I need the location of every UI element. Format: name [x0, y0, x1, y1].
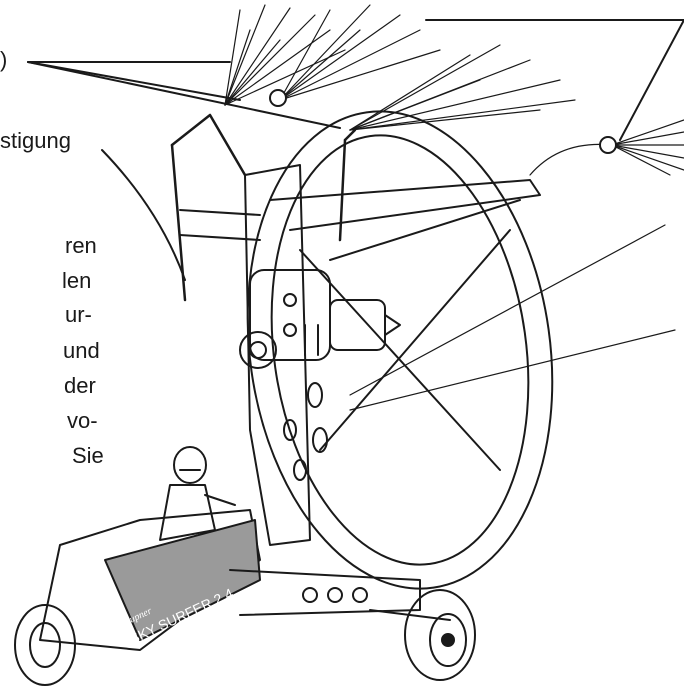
text-fragment-paren: ) — [0, 47, 8, 72]
pilot-figure — [159, 446, 236, 541]
frame — [179, 164, 541, 546]
text-fragment-line-3: ur- — [65, 302, 92, 327]
text-fragment-line-2: len — [62, 268, 92, 293]
line-ring-left — [269, 89, 287, 107]
motor — [239, 269, 401, 369]
rear-wheel — [404, 589, 476, 681]
propeller-guard — [246, 110, 554, 590]
text-fragment-line-1: ren — [65, 233, 97, 258]
text-fragment-line-7: Sie — [72, 443, 104, 468]
text-fragment-line-5: der — [64, 373, 96, 398]
text-fragment-line-6: vo- — [67, 408, 98, 433]
risers — [170, 113, 357, 302]
leader-lines — [27, 19, 684, 281]
line-ring-right — [599, 136, 617, 154]
decal-panel — [104, 519, 261, 641]
rigging-lines — [224, 4, 684, 411]
wheels — [14, 589, 476, 686]
text-fragment-line-4: und — [63, 338, 100, 363]
trike-base — [39, 509, 451, 651]
front-wheel — [14, 604, 76, 686]
text-fragment-stigung: stigung — [0, 128, 71, 153]
